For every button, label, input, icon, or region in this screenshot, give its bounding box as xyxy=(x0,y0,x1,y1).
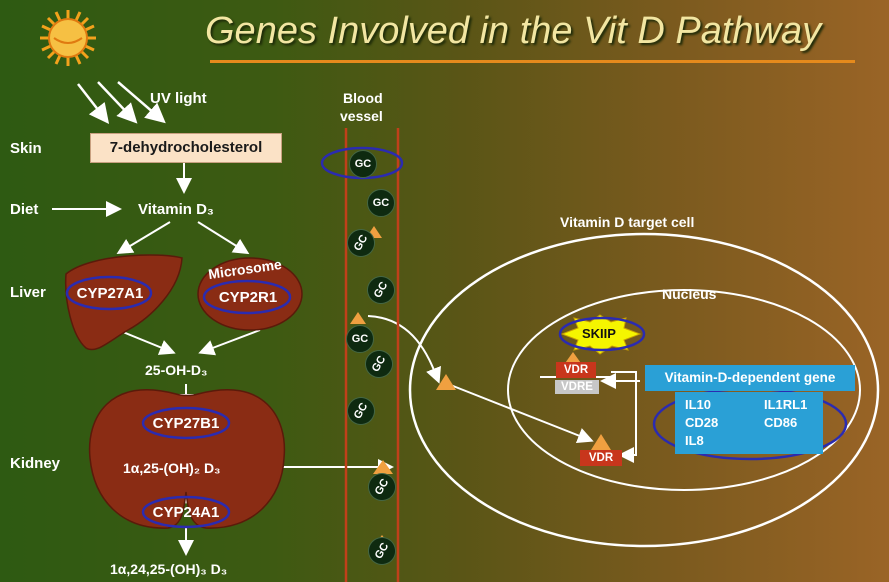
skin-label: Skin xyxy=(10,140,42,157)
skiip-label: SKIIP xyxy=(582,326,616,341)
25-oh-d3-label: 25-OH-D₃ xyxy=(145,362,208,378)
calcitroic-label: 1α,24,25-(OH)₃ D₃ xyxy=(110,561,228,577)
skiip-burst xyxy=(560,314,642,355)
blood-label: Blood xyxy=(343,90,383,106)
flow-arrows xyxy=(52,162,640,556)
uv-arrows xyxy=(77,81,166,124)
liver-label: Liver xyxy=(10,284,46,301)
slide-title: Genes Involved in the Vit D Pathway xyxy=(205,10,822,52)
gene-cd28: CD28 xyxy=(685,415,719,430)
microsome-shape xyxy=(197,257,303,331)
nucleus-label: Nucleus xyxy=(662,286,717,302)
cyp27a1-label: CYP27A1 xyxy=(76,285,144,302)
sun-icon xyxy=(40,10,96,66)
target-cell-label: Vitamin D target cell xyxy=(560,214,695,230)
gene-cd86: CD86 xyxy=(764,415,798,430)
vitamin-d3-label: Vitamin D₃ xyxy=(138,201,214,218)
precursor-box: 7-dehydrocholesterol xyxy=(90,133,282,163)
target-cell-outline xyxy=(408,232,880,548)
blood-vessel-walls xyxy=(344,128,400,582)
gc-protein: GC xyxy=(346,325,374,353)
vdre-label: VDRE xyxy=(555,380,599,394)
title-underline xyxy=(210,60,855,63)
cyp27b1-label: CYP27B1 xyxy=(152,415,220,432)
vdr-bound-label: VDR xyxy=(556,362,596,378)
gene-il8: IL8 xyxy=(685,433,704,448)
cyp24a1-label: CYP24A1 xyxy=(152,504,220,521)
gc-protein: GC xyxy=(349,150,377,178)
gene-list-box xyxy=(675,392,823,454)
kidney-shape xyxy=(88,388,286,529)
calcitriol-label: 1α,25-(OH)₂ D₃ xyxy=(123,460,221,476)
gene-il1rl1: IL1RL1 xyxy=(764,397,808,412)
nucleus-outline xyxy=(507,289,861,491)
cyp2r1-label: CYP2R1 xyxy=(218,289,278,306)
gene-il10: IL10 xyxy=(685,397,712,412)
vessel-label: vessel xyxy=(340,108,383,124)
gc-protein: GC xyxy=(367,189,395,217)
diet-label: Diet xyxy=(10,201,39,218)
vitamin-d-gene-header: Vitamin-D-dependent gene xyxy=(645,365,855,391)
uv-light-label: UV light xyxy=(150,90,207,107)
kidney-label: Kidney xyxy=(10,455,61,472)
vdr-free-label: VDR xyxy=(580,450,622,466)
liver-shape xyxy=(64,254,183,351)
